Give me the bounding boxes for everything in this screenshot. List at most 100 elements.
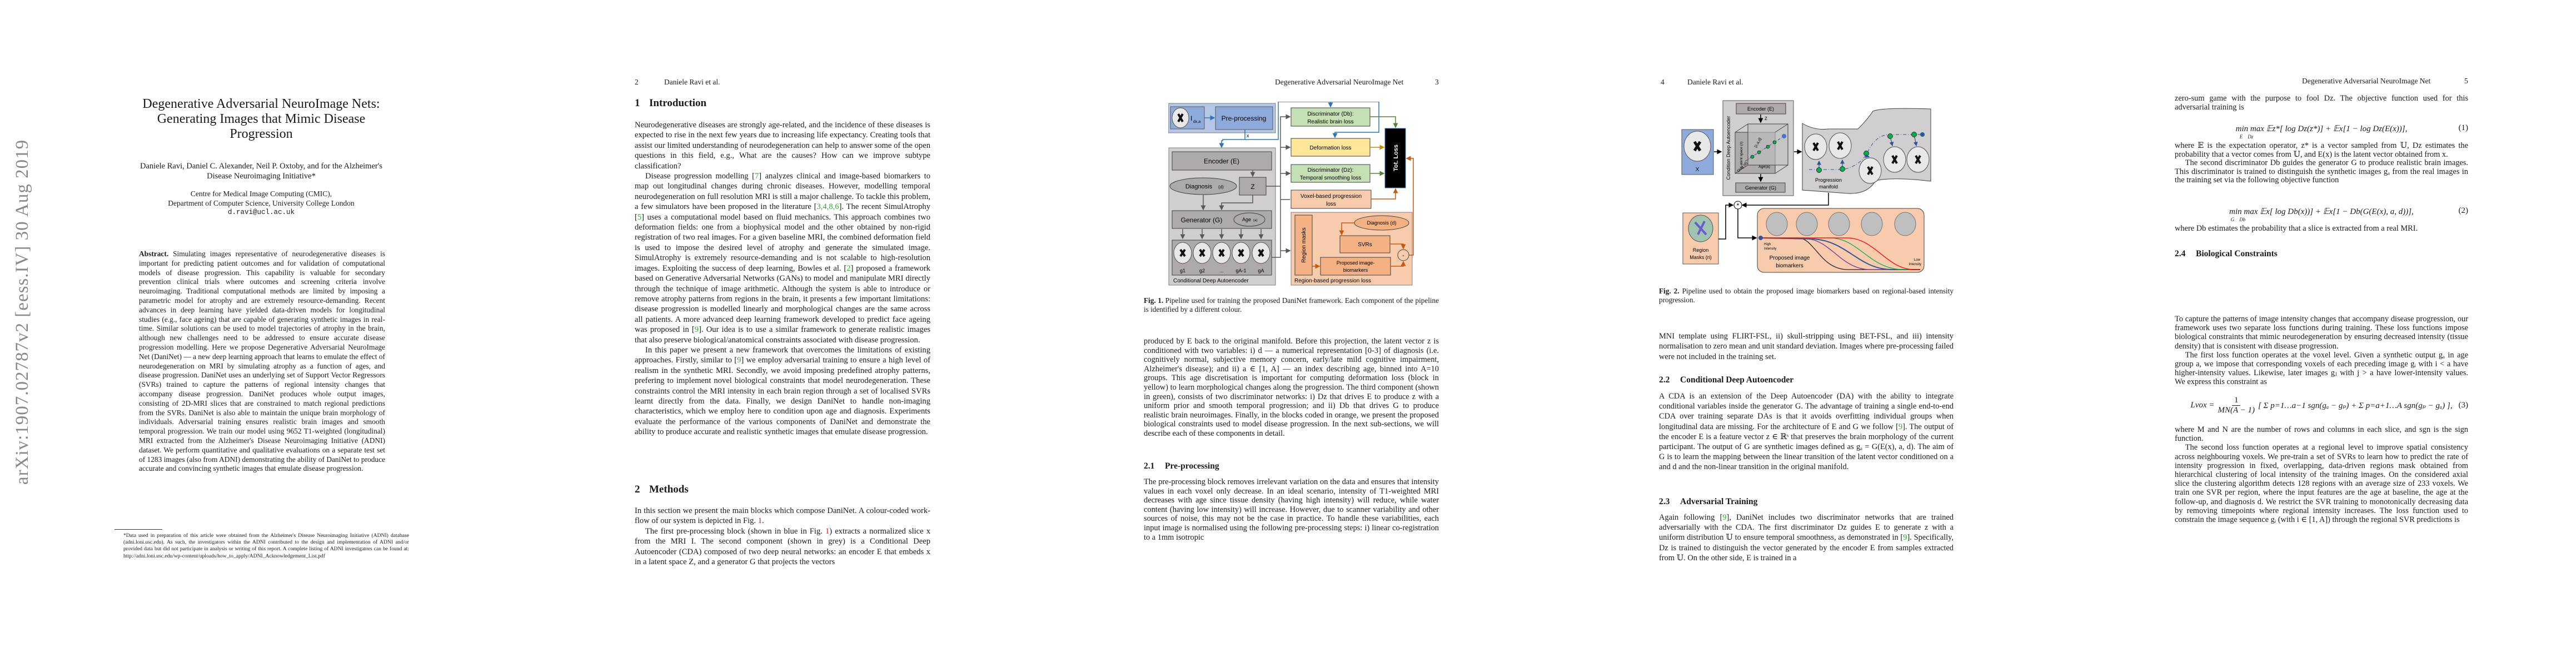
biomarkers-label: Proposed image — [1770, 255, 1810, 261]
page5-text-3: where Db estimates the probability that … — [2175, 224, 2468, 233]
page-number: 4 — [1661, 78, 1665, 86]
footnote-rule — [114, 529, 162, 530]
authors-line: Disease Neuroimaging Initiative* — [207, 172, 316, 181]
running-head: Daniele Ravi et al. — [664, 78, 720, 86]
latent-cube — [1735, 123, 1788, 174]
page5-text-1: zero-sum game with the purpose to fool D… — [2175, 94, 2468, 112]
region-masks-label: Masks (ri) — [1690, 255, 1712, 260]
citation-link[interactable]: 2 — [846, 263, 851, 273]
author-email[interactable]: d.ravi@ucl.ac.uk — [227, 208, 295, 216]
equation-number: (1) — [2458, 123, 2469, 132]
paragraph: The first loss function operates at the … — [2175, 350, 2468, 387]
paragraph: MNI template using FLIRT-FSL, ii) skull-… — [1659, 332, 1954, 361]
total-loss-label: Tot. Loss — [1393, 145, 1399, 171]
authors-line: Daniele Ravi, Daniel C. Alexander, Neil … — [140, 162, 382, 171]
section-title: Biological Constraints — [2196, 249, 2278, 258]
section-number: 2.1 — [1144, 461, 1155, 471]
svrs-label: SVRs — [1358, 242, 1372, 248]
citation-link[interactable]: 9 — [1898, 422, 1903, 431]
discriminator-dz-label: Discriminator (Dz): — [1308, 167, 1354, 173]
paragraph: Neurodegenerative diseases are strongly … — [635, 121, 930, 171]
figure-2-caption: Fig. 2. Pipeline used to obtain the prop… — [1659, 287, 1954, 305]
citation-link[interactable]: 5 — [637, 212, 642, 222]
x-label: x — [1247, 133, 1249, 138]
age-subscript: (a) — [1253, 219, 1257, 222]
paragraph: Again following [9], DaniNet includes tw… — [1659, 513, 1954, 563]
output-label: ... — [1219, 268, 1224, 273]
page-number: 5 — [2464, 77, 2468, 85]
figure-link[interactable]: 1 — [758, 516, 763, 526]
footnote: *Data used in preparation of this articl… — [123, 532, 409, 559]
paragraph: In this paper we present a new framework… — [635, 345, 930, 437]
fraction-numerator: 1 — [2231, 396, 2241, 406]
page-number: 3 — [1435, 78, 1439, 86]
high-intensity-label: Intensity — [1764, 247, 1776, 251]
figure-link[interactable]: 1 — [825, 526, 830, 536]
svrs-box — [1339, 235, 1391, 253]
encoder-box — [1172, 151, 1272, 171]
equation-number: (3) — [2458, 401, 2469, 410]
diagnosis-label-2: Diagnosis (d) — [1367, 220, 1396, 226]
equation-body: min max 𝔼z*[ log Dz(z*)] + 𝔼x[1 − log Dz… — [2235, 125, 2408, 133]
paragraph: To capture the patterns of image intensi… — [2175, 315, 2468, 351]
proposed-biomarkers-label: Proposed image- — [1337, 260, 1375, 266]
abstract: Abstract. Simulating images representati… — [139, 250, 385, 474]
section-title: Introduction — [649, 97, 707, 109]
page5-text-5: where M and N are the number of rows and… — [2175, 425, 2468, 524]
citation-link[interactable]: 9 — [1722, 513, 1727, 522]
latent-space-label: Latent space (z) — [1740, 142, 1743, 168]
citation-link[interactable]: 9 — [1903, 533, 1907, 542]
title-line: Progression — [230, 127, 293, 141]
caption-label: Fig. 1. — [1144, 296, 1164, 305]
affiliation: Centre for Medical Image Computing (CMIC… — [111, 190, 411, 217]
paragraph: In this section we present the main bloc… — [635, 506, 930, 526]
age-axis-label: Age(a) — [1758, 165, 1770, 169]
equation-lhs: Lvox = — [2190, 401, 2215, 410]
section-number: 1 — [635, 97, 640, 109]
authors: Daniele Ravi, Daniel C. Alexander, Neil … — [111, 161, 411, 181]
z-label: Z — [1765, 116, 1767, 121]
page-number: 2 — [635, 78, 639, 86]
equation-2: min max 𝔼x[ log Db(x))] + 𝔼x[1 − Db(G(E(… — [2175, 206, 2468, 222]
output-label: g1 — [1180, 268, 1185, 273]
region-masks-box — [1294, 215, 1313, 276]
page-1: Degenerative Adversarial NeuroImage Nets… — [0, 0, 515, 667]
cda-body: A CDA is an extension of the Deep Autoen… — [1659, 391, 1954, 472]
title-line: Degenerative Adversarial NeuroImage Nets… — [142, 97, 380, 111]
citation-link[interactable]: 9 — [737, 356, 741, 365]
adversarial-training-body: Again following [9], DaniNet includes tw… — [1659, 512, 1954, 563]
page-3: Degenerative Adversarial NeuroImage Net … — [1030, 0, 1546, 667]
equation-number: (2) — [2458, 206, 2469, 215]
running-head: Daniele Ravi et al. — [1687, 78, 1743, 86]
section-2-continued: produced by E back to the original manif… — [1144, 337, 1439, 439]
citation-link[interactable]: 9 — [694, 325, 699, 335]
discriminator-dz-label: Temporal smoothing loss — [1300, 175, 1362, 181]
encoder-label: Encoder (E) — [1204, 157, 1239, 165]
latent-z-label: Z — [1250, 183, 1254, 191]
paper-title: Degenerative Adversarial NeuroImage Nets… — [111, 97, 411, 142]
citation-link[interactable]: 3,4,8,6 — [816, 202, 839, 212]
manifold-label: Progression — [1815, 177, 1842, 183]
paragraph: A CDA is an extension of the Deep Autoen… — [1659, 392, 1954, 472]
paragraph: produced by E back to the original manif… — [1144, 337, 1439, 438]
generator-box — [1735, 182, 1786, 193]
manifold-label: manifold — [1819, 184, 1838, 190]
encoder-box — [1736, 103, 1786, 115]
section-number: 2 — [635, 484, 640, 495]
caption-label: Fig. 2. — [1659, 287, 1680, 295]
equation-3: Lvox = 1 MN(A − 1) [ Σ p=1…a−1 sgn(gₐ − … — [2175, 396, 2468, 415]
running-head: Degenerative Adversarial NeuroImage Net — [2302, 77, 2431, 85]
affiliation-line: Department of Computer Science, Universi… — [168, 198, 355, 207]
citation-link[interactable]: 7 — [754, 172, 759, 181]
biomarkers-label: biomarkers — [1776, 263, 1803, 269]
abstract-label: Abstract. — [139, 250, 169, 258]
section-heading-methods: 2 Methods — [635, 484, 689, 496]
cda-label: Conditional Deep Autoencoder — [1173, 278, 1249, 284]
paragraph: The pre-processing block removes irrelev… — [1144, 477, 1439, 542]
page-5: Degenerative Adversarial NeuroImage Net … — [2061, 0, 2576, 667]
section-title: Methods — [649, 484, 689, 495]
voxel-loss-label: loss — [1326, 201, 1336, 207]
